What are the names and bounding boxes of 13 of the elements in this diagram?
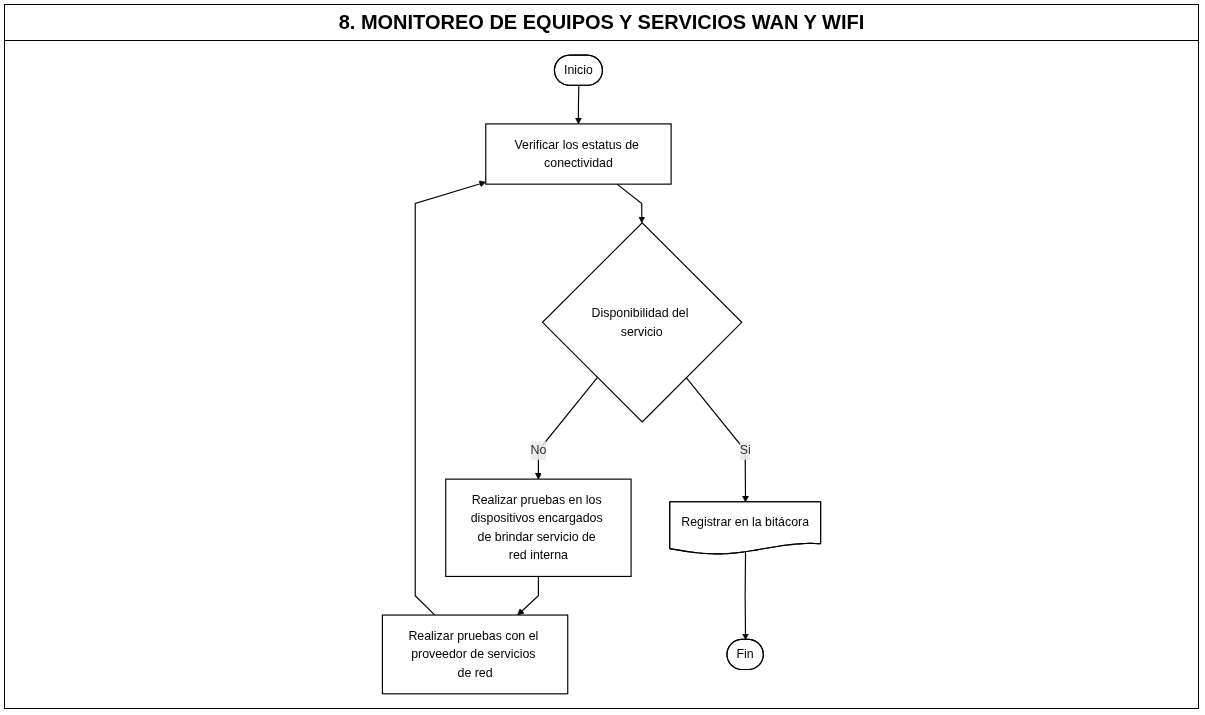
arrow <box>414 180 487 616</box>
arrow <box>517 575 539 616</box>
node-box: Verificar los estatus de conectividad <box>485 123 672 185</box>
edge-label: No <box>530 443 547 457</box>
arrow <box>742 551 749 641</box>
arrow <box>575 85 582 125</box>
arrow <box>616 183 646 224</box>
node-box: Realizar pruebas en los dispositivos encargados de brindar servicio de red interna <box>445 478 632 578</box>
diagram-title: 8. MONITOREO DE EQUIPOS Y SERVICIOS WAN Y WIFI <box>5 5 1198 41</box>
node-box: Realizar pruebas con el proveedor de servicios de red <box>381 614 569 695</box>
arrow <box>535 376 598 480</box>
node-diamond: Disponibilidad del servicio <box>541 221 743 423</box>
edge-label: Si <box>739 443 751 457</box>
